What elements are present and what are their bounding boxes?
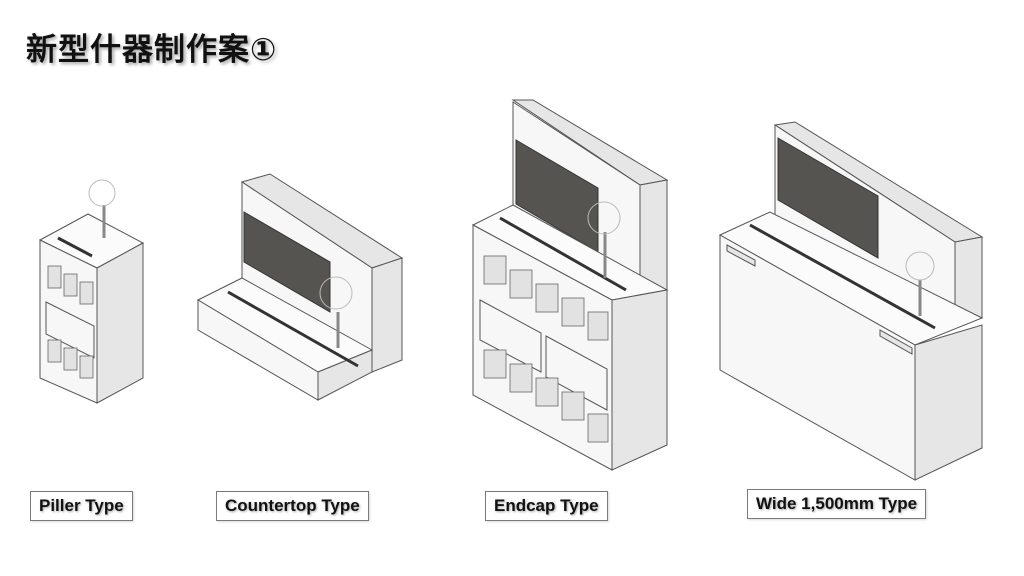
wide-rail	[749, 223, 936, 330]
countertop-rail	[227, 290, 359, 368]
piller-rail	[57, 236, 93, 258]
endcap-panel-right	[545, 335, 608, 411]
wide-screen	[777, 137, 879, 259]
label-wide-type: Wide 1,500mm Type	[747, 489, 927, 519]
piller-fixture-image	[38, 179, 145, 404]
countertop-screen	[243, 211, 331, 313]
wide-slot-right	[879, 329, 913, 355]
wide-side	[914, 324, 983, 481]
label-countertop-type: Countertop Type	[216, 491, 369, 521]
piller-wire-globe	[88, 179, 116, 207]
piller-boxes	[47, 265, 94, 379]
endcap-boxes	[483, 255, 609, 443]
countertop-side	[317, 349, 373, 401]
countertop-fixture-image	[196, 173, 404, 401]
endcap-fixture-image	[471, 99, 669, 471]
label-piller-type: Piller Type	[30, 491, 133, 521]
countertop-backboard-side	[371, 257, 403, 373]
wide-fixture-image	[718, 121, 984, 481]
label-endcap-type: Endcap Type	[485, 491, 608, 521]
piller-panel	[45, 301, 95, 359]
wide-wire-globe	[905, 251, 935, 281]
endcap-side	[611, 289, 668, 471]
piller-side	[96, 242, 144, 404]
countertop-wire-globe	[319, 276, 353, 310]
slide-title: 新型什器制作案①	[26, 32, 278, 68]
endcap-wire-globe	[587, 201, 621, 235]
wide-slot-left	[726, 244, 756, 267]
endcap-panel-left	[479, 299, 542, 373]
